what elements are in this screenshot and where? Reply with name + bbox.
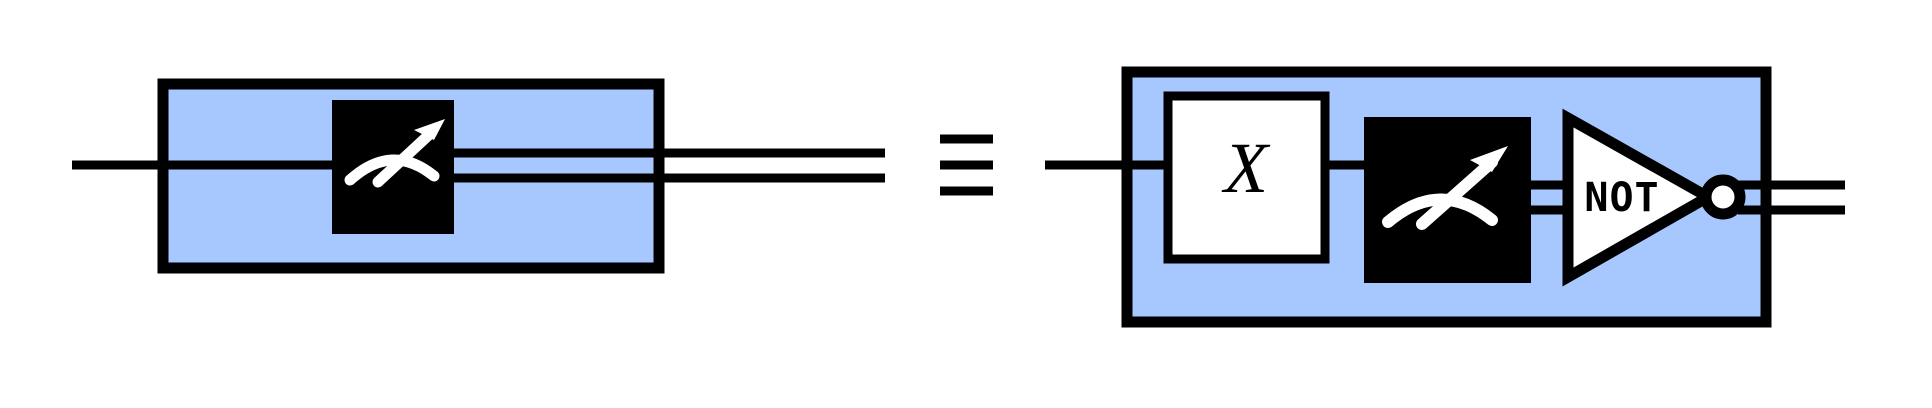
x-gate-box[interactable] xyxy=(1163,91,1330,264)
not-gate-triangle-icon[interactable] xyxy=(1562,108,1746,287)
measurement-meter-icon xyxy=(344,119,445,188)
not-gate-inversion-bubble xyxy=(1700,174,1746,220)
not-gate-label: NOT xyxy=(1584,175,1659,221)
equivalence-symbol xyxy=(940,134,993,196)
left-circuit-group xyxy=(72,78,885,274)
right-circuit-group: X NOT xyxy=(1045,66,1845,328)
measurement-meter-icon xyxy=(1382,146,1508,230)
x-gate-label: X xyxy=(1221,128,1271,208)
